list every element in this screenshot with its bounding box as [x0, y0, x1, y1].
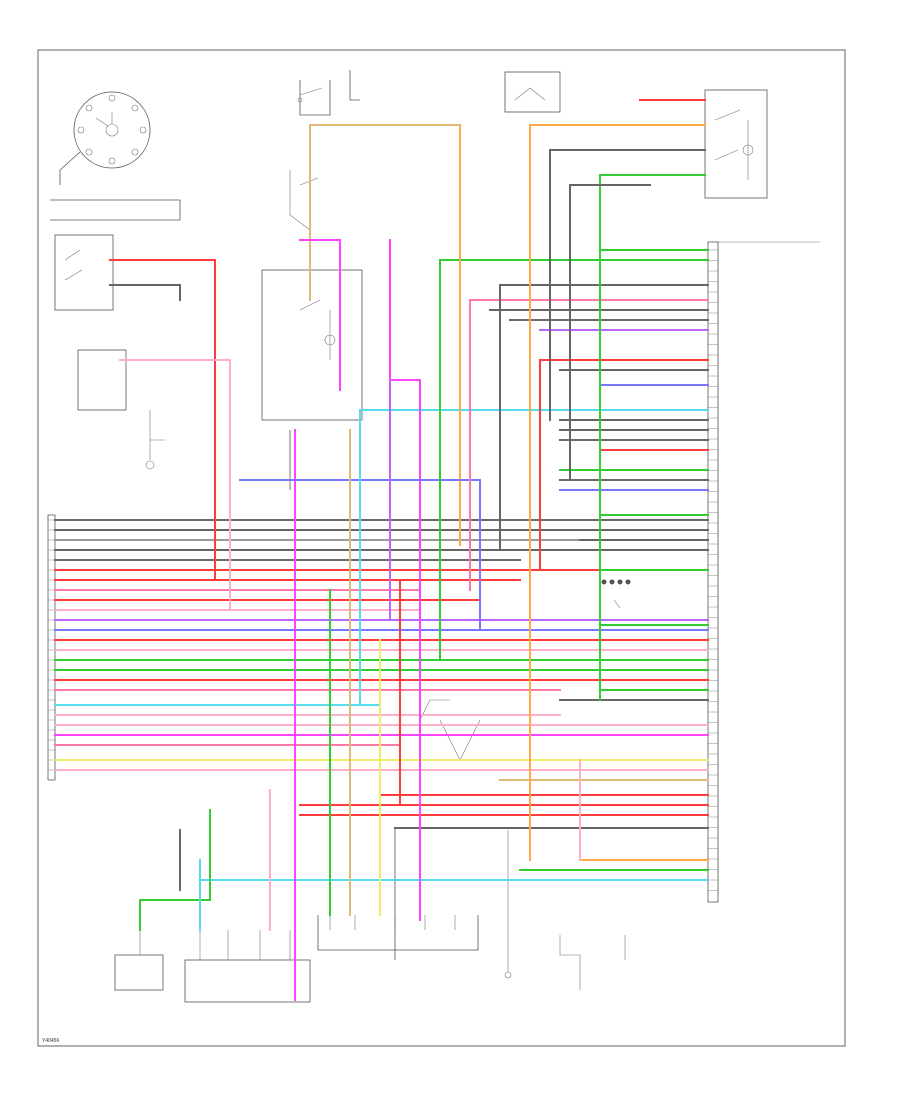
wires-group: [54, 99, 709, 1001]
transmission-solenoid: [394, 828, 512, 979]
ignition-switch: [297, 70, 360, 116]
pcm-connector: [707, 241, 820, 903]
ground-junction: [601, 579, 631, 609]
auxiliary-components: [559, 935, 626, 990]
wire-green: [139, 809, 211, 931]
harness-connector-left: [47, 514, 56, 781]
wire-blue: [239, 479, 481, 631]
diagram-frame: [37, 49, 846, 1047]
distributor: [59, 91, 151, 185]
pin-marks: [48, 249, 718, 891]
wire-magenta: [389, 379, 421, 921]
speed-control-module: [184, 930, 311, 1003]
footer-code: Y40456: [42, 1038, 59, 1044]
fuel-pump-relay: [704, 89, 768, 199]
wire-gray: [109, 284, 181, 301]
transfer-case-sensor: [114, 930, 164, 991]
neutral-safety-switch: [50, 199, 181, 311]
throttle-position-sensor: [77, 349, 165, 470]
fuse-block: [504, 71, 561, 113]
